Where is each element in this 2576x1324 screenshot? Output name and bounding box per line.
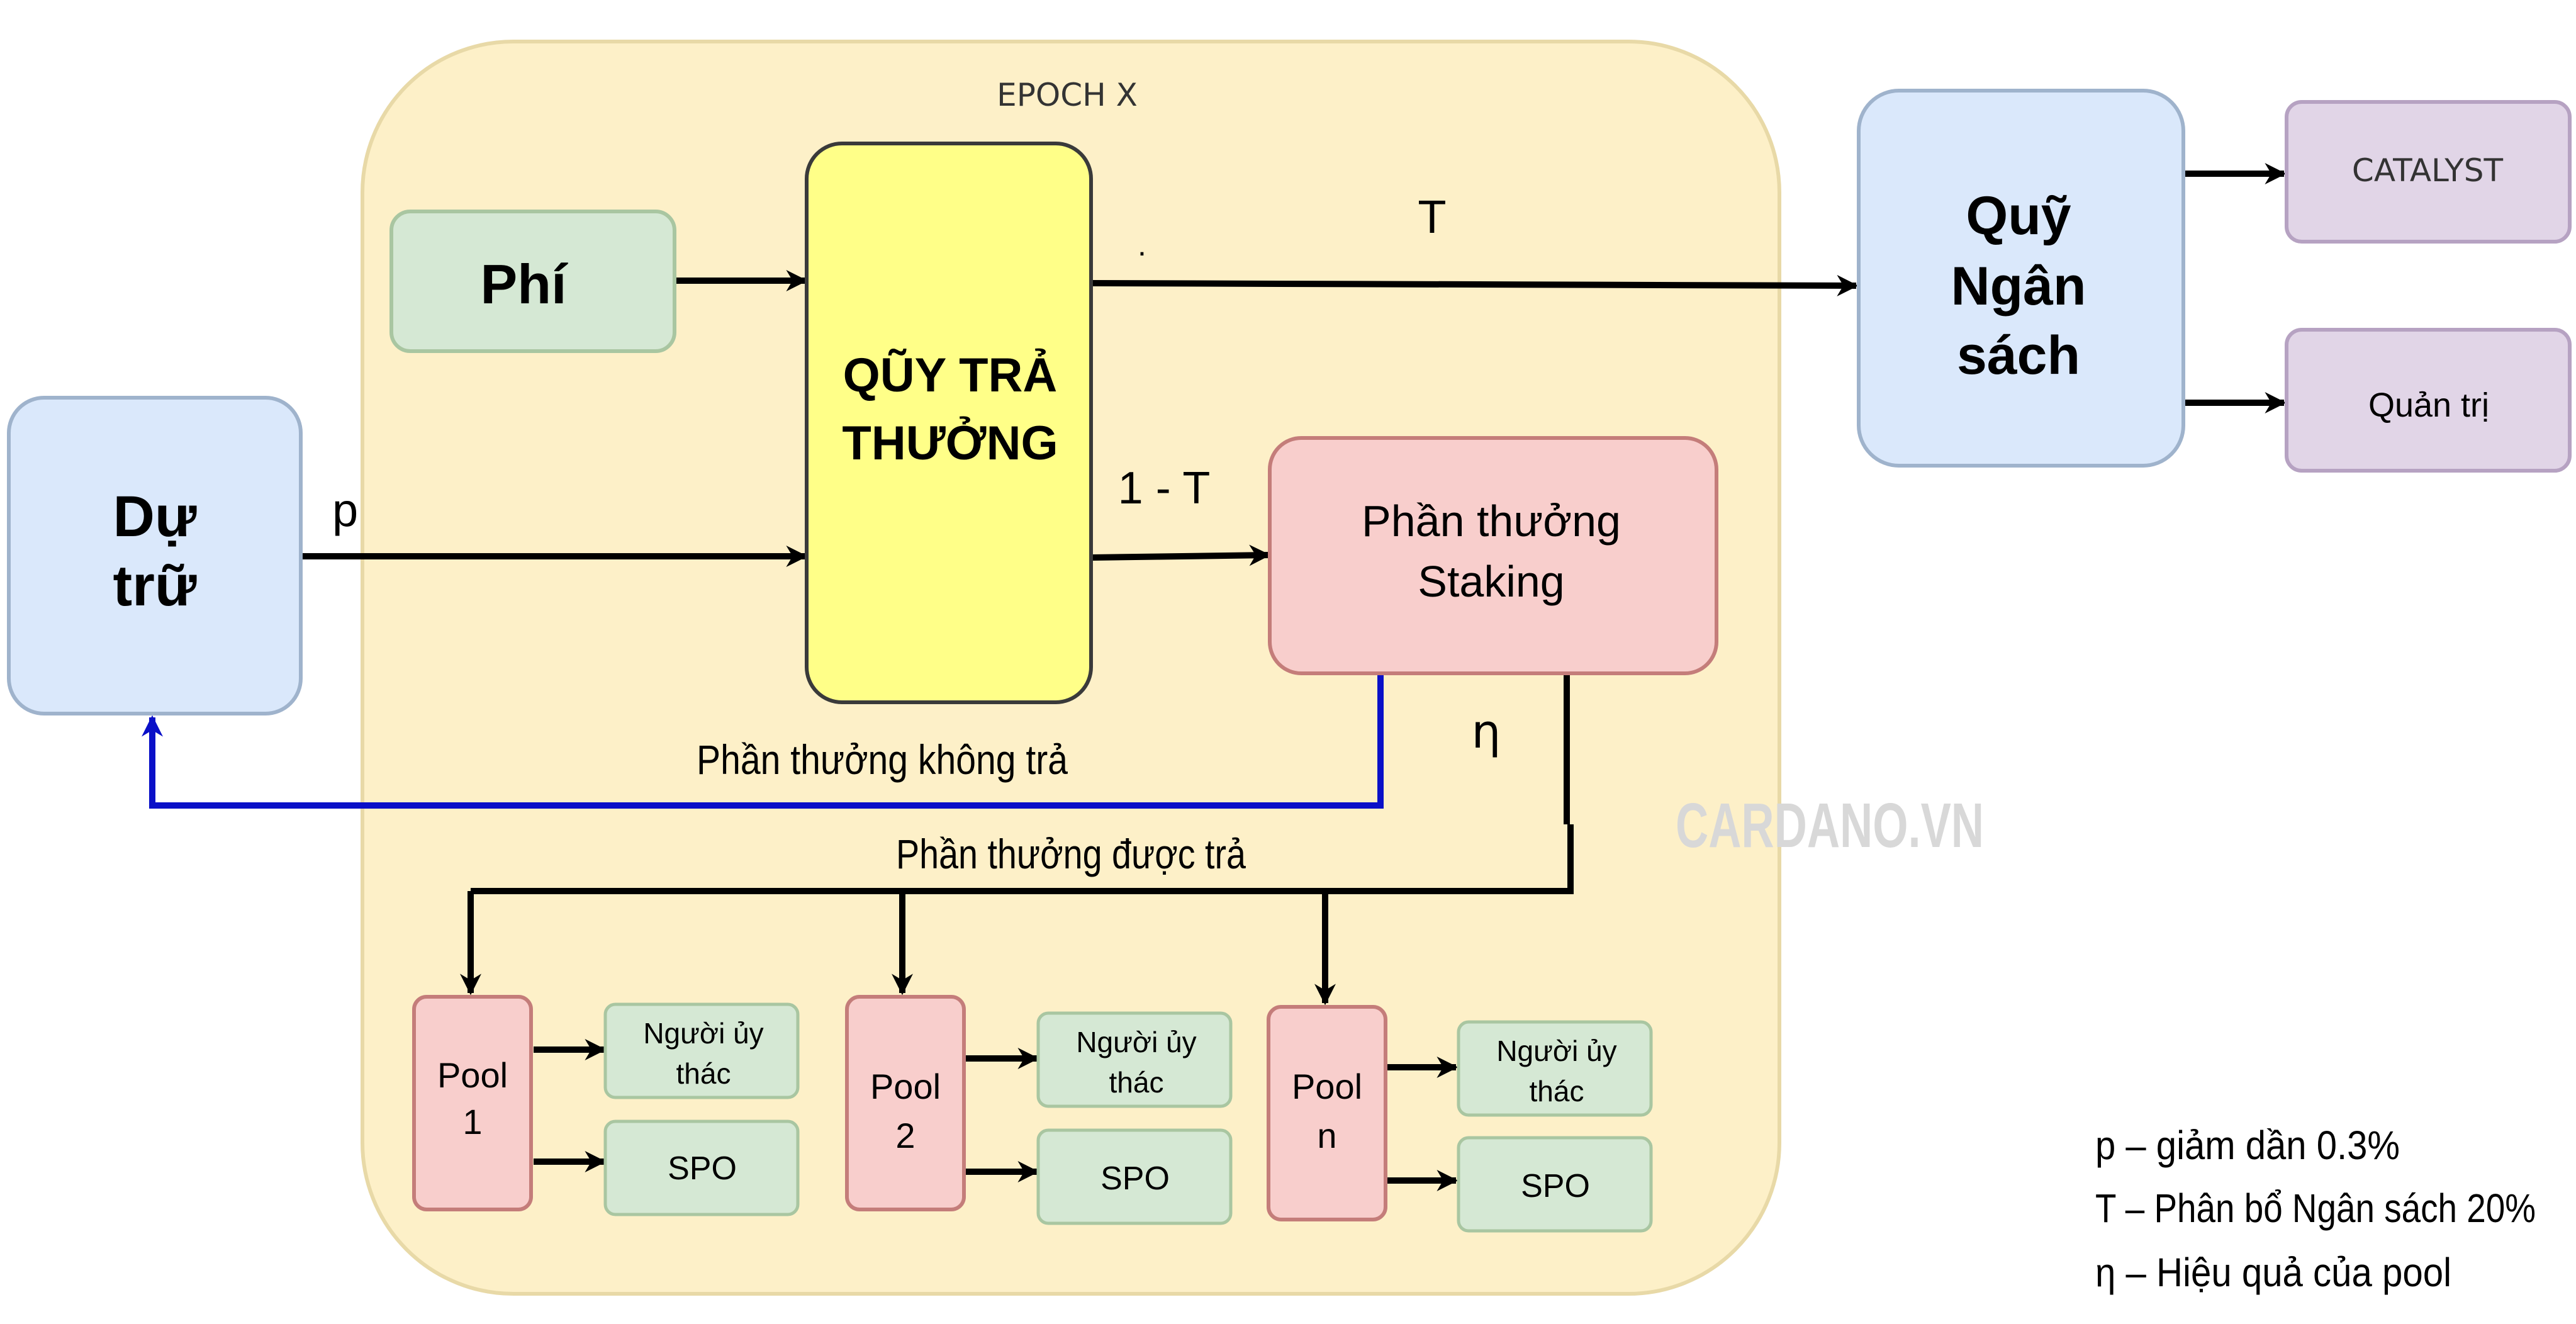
node-treasury-line-3: sách <box>1957 325 2080 386</box>
edge-label-p: p <box>332 484 358 536</box>
node-pool-n <box>1267 1005 1387 1221</box>
node-treasury-line-2: Ngân <box>1951 256 2086 317</box>
node-pool-n-line-1: Pool <box>1292 1067 1362 1106</box>
node-pool-1-delegator-line-2: thác <box>676 1057 731 1090</box>
edge-pot-to-staking <box>1092 544 1271 566</box>
node-pool-n-delegator <box>1457 1020 1653 1117</box>
node-governance <box>2285 328 2572 473</box>
legend-t: T – Phân bổ Ngân sách 20% <box>2095 1186 2536 1231</box>
edge-label-t: T <box>1418 191 1446 243</box>
node-reserve <box>7 396 303 715</box>
edge-paid-bus <box>471 824 1574 894</box>
epoch-label: EPOCH X <box>997 77 1138 113</box>
node-pool-2-line-1: Pool <box>870 1067 941 1106</box>
node-pool-2-delegator <box>1036 1011 1233 1108</box>
legend-p: p – giảm dần 0.3% <box>2095 1123 2400 1168</box>
node-pool-n-spo-label: SPO <box>1521 1168 1590 1204</box>
edge-label-unpaid: Phần thưởng không trả <box>697 736 1068 783</box>
node-reward-pot <box>805 142 1093 704</box>
node-governance-label: Quản trị <box>2368 386 2489 424</box>
edge-label-eta: η <box>1472 705 1501 759</box>
watermark: CARDANO.VN <box>1676 790 1984 861</box>
edge-pot-to-treasury <box>1092 274 1859 296</box>
node-staking-rewards-line-2: Staking <box>1418 557 1564 606</box>
node-pool-n-delegator-line-1: Người ủy <box>1496 1035 1616 1067</box>
node-pool-n-line-2: n <box>1317 1116 1336 1155</box>
edge-label-dot: . <box>1138 227 1146 262</box>
edge-unpaid-to-reserve <box>141 673 1384 809</box>
node-treasury <box>1857 89 2185 468</box>
legend-eta: η – Hiệu quả của pool <box>2095 1250 2451 1295</box>
node-staking-rewards <box>1268 436 1718 675</box>
node-pool-2-line-2: 2 <box>895 1116 915 1155</box>
node-catalyst-label: CATALYST <box>2352 152 2504 189</box>
node-pool-2-delegator-line-2: thác <box>1109 1066 1164 1099</box>
node-staking-rewards-line-1: Phần thưởng <box>1362 496 1621 546</box>
legend: p – giảm dần 0.3% T – Phân bổ Ngân sách … <box>2095 1123 2536 1295</box>
node-pool-2-spo <box>1036 1128 1233 1225</box>
node-pool-1-delegator <box>603 1002 800 1099</box>
node-pool-2 <box>845 995 966 1211</box>
node-reserve-line-2: trữ <box>113 554 196 618</box>
edge-label-paid: Phần thưởng được trả <box>896 831 1246 877</box>
node-pool-1-delegator-line-1: Người ủy <box>643 1017 763 1050</box>
node-fees-label: Phí <box>481 253 568 315</box>
node-fees <box>389 210 676 353</box>
node-pool-1-line-1: Pool <box>437 1055 508 1095</box>
node-pool-1-spo <box>603 1119 800 1216</box>
node-pool-n-delegator-line-2: thác <box>1530 1075 1584 1108</box>
node-pool-1-spo-label: SPO <box>668 1150 737 1187</box>
node-reward-pot-line-1: QŨY TRẢ <box>843 349 1058 402</box>
node-reward-pot-line-2: THƯỞNG <box>842 417 1058 470</box>
node-treasury-line-1: Quỹ <box>1966 186 2071 246</box>
node-pool-2-spo-label: SPO <box>1100 1160 1170 1197</box>
node-pool-1-line-2: 1 <box>462 1102 482 1142</box>
edge-label-one-minus-t: 1 - T <box>1118 463 1211 513</box>
node-reserve-line-1: Dự <box>113 485 196 549</box>
node-pool-1 <box>412 995 533 1211</box>
node-catalyst <box>2285 100 2572 244</box>
node-pool-n-spo <box>1457 1136 1653 1233</box>
node-pool-2-delegator-line-1: Người ủy <box>1076 1026 1196 1058</box>
